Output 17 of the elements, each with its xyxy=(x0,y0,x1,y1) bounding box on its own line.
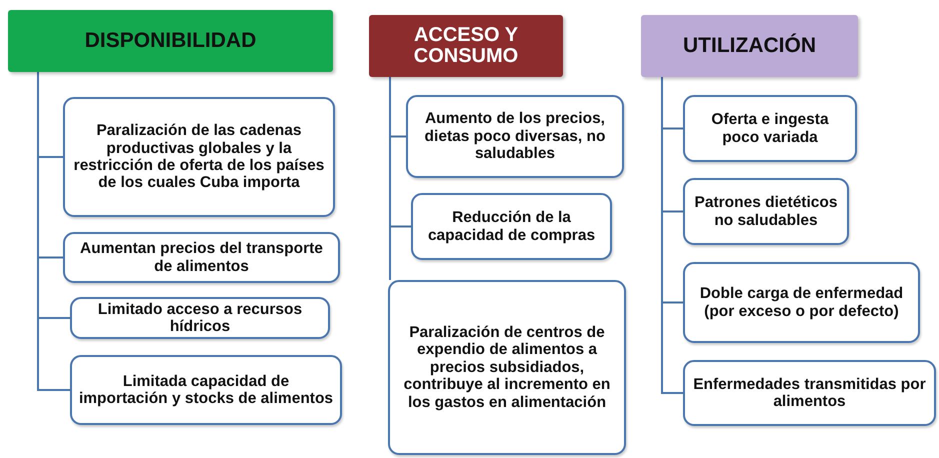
item-box: Reducción de la capacidad de compras xyxy=(411,193,612,260)
connector-line xyxy=(37,72,70,391)
item-box: Oferta e ingesta poco variada xyxy=(683,95,857,162)
category-header: DISPONIBILIDAD xyxy=(8,10,333,72)
item-box: Patrones dietéticos no saludables xyxy=(683,178,849,245)
category-header: UTILIZACIÓN xyxy=(641,15,858,77)
item-box: Aumentan precios del transporte de alimentos xyxy=(63,232,340,283)
item-box: Limitado acceso a recursos hídricos xyxy=(70,297,330,339)
item-box: Paralización de centros de expendio de alimentos a precios subsidiados, contribuye al incremento en los gastos en alimentación xyxy=(388,280,626,455)
item-box: Aumento de los precios, dietas poco diversas, no saludables xyxy=(406,95,624,178)
item-box: Paralización de las cadenas productivas globales y la restricción de oferta de los países de los cuales Cuba importa xyxy=(63,97,335,217)
item-box: Enfermedades transmitidas por alimentos xyxy=(683,360,936,426)
item-box: Doble carga de enfermedad (por exceso o por defecto) xyxy=(683,262,920,343)
item-box: Limitada capacidad de importación y stocks de alimentos xyxy=(70,355,342,425)
category-header: ACCESO Y CONSUMO xyxy=(369,15,563,77)
connector-line xyxy=(389,77,391,280)
connector-line xyxy=(661,77,683,394)
